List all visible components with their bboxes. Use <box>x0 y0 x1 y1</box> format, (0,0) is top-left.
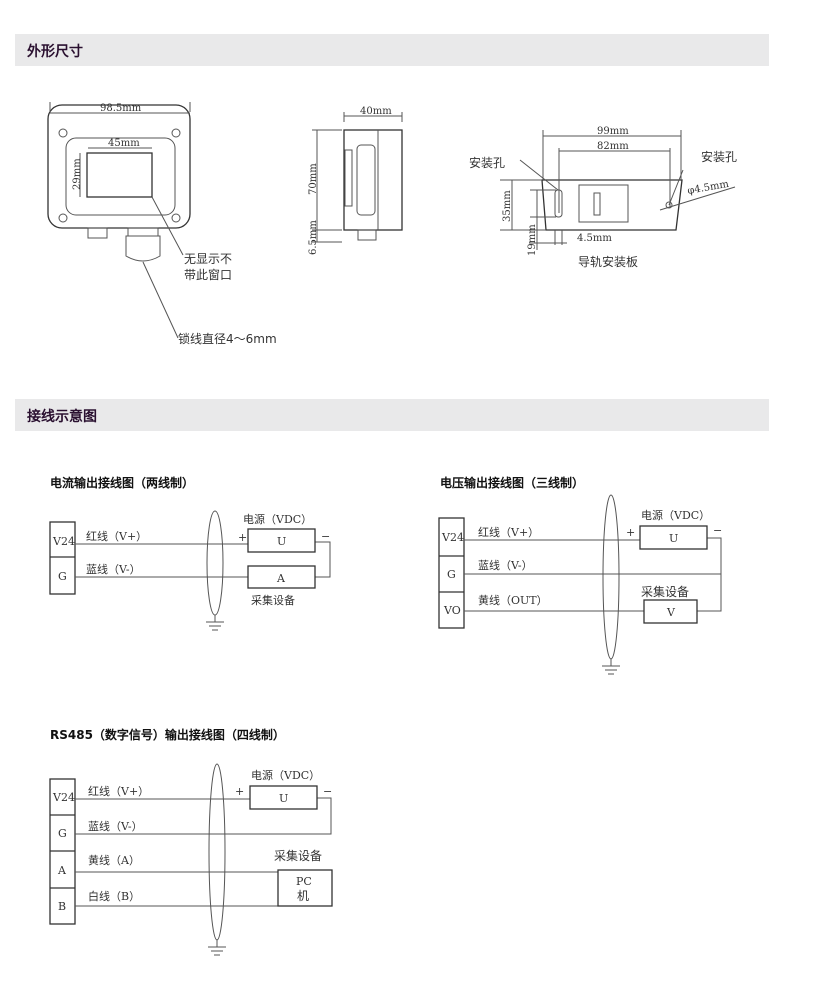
note-line1: 无显示不 <box>184 252 232 266</box>
section-title: 接线示意图 <box>27 409 97 425</box>
diagram2-title: 电压输出接线图（三线制） <box>440 475 584 490</box>
d2-plus: + <box>626 526 635 539</box>
side-view-drawing <box>312 112 403 243</box>
dim-height: 70mm <box>308 163 319 195</box>
d2-device-label: 采集设备 <box>641 584 689 599</box>
section-header-dimensions: 外形尺寸 <box>15 34 769 66</box>
dim-window-width: 45mm <box>108 138 140 149</box>
d1-terminal-g: G <box>58 570 67 583</box>
dim-rail-35: 35mm <box>502 190 513 222</box>
d2-terminal-vo: VO <box>443 604 461 617</box>
hole-label-right: 安装孔 <box>701 149 737 164</box>
d1-wire-red: 红线（V+） <box>86 529 147 543</box>
d3-terminal-a: A <box>57 864 67 877</box>
front-view-drawing <box>47 102 191 339</box>
diagram1-title: 电流输出接线图（两线制） <box>50 475 194 490</box>
d1-a: A <box>276 572 286 585</box>
d1-plus: + <box>238 531 247 544</box>
d3-wire-blue: 蓝线（V-） <box>88 819 143 833</box>
d2-wire-yellow: 黄线（OUT） <box>478 593 548 607</box>
diagram2-wiring <box>438 494 722 675</box>
d2-terminal-g: G <box>447 568 456 581</box>
d3-terminal-g: G <box>58 827 67 840</box>
dim-rail-4-5: 4.5mm <box>577 233 612 244</box>
diagram3-title: RS485（数字信号）输出接线图（四线制） <box>50 727 285 742</box>
d1-device-label: 采集设备 <box>251 593 295 607</box>
rail-plate-drawing <box>500 130 736 250</box>
d1-u: U <box>277 535 286 548</box>
d1-terminal-v24: V24 <box>52 535 75 548</box>
d2-wire-red: 红线（V+） <box>478 525 539 539</box>
d3-wire-yellow: 黄线（A） <box>88 853 140 867</box>
section-header-wiring: 接线示意图 <box>15 399 769 431</box>
d1-minus: − <box>321 530 330 543</box>
cable-note: 锁线直径4～6mm <box>178 331 277 346</box>
d3-minus: − <box>323 785 332 798</box>
d3-u: U <box>279 792 288 805</box>
d3-wire-red: 红线（V+） <box>88 784 149 798</box>
d3-pc-line1: PC <box>296 875 312 888</box>
d1-power-label: 电源（VDC） <box>243 512 312 526</box>
d3-wire-white: 白线（B） <box>88 889 140 903</box>
section-title: 外形尺寸 <box>27 44 83 60</box>
note-line2: 带此窗口 <box>184 268 232 282</box>
d3-plus: + <box>235 785 244 798</box>
d2-terminal-v24: V24 <box>441 531 464 544</box>
diagram1-wiring <box>49 510 331 631</box>
dim-rail-19: 19mm <box>527 224 538 256</box>
d2-minus: − <box>713 524 722 537</box>
d3-pc-line2: 机 <box>297 889 309 903</box>
d3-terminal-b: B <box>58 900 66 913</box>
d2-v: V <box>666 606 676 619</box>
d2-u: U <box>669 532 678 545</box>
dim-depth: 40mm <box>360 106 392 117</box>
diagram3-wiring <box>49 763 333 956</box>
d2-power-label: 电源（VDC） <box>641 508 710 522</box>
dim-rail-99: 99mm <box>597 126 629 137</box>
d3-terminal-v24: V24 <box>52 791 75 804</box>
dim-width: 98.5mm <box>100 103 142 114</box>
dim-terminal: 6.5mm <box>308 220 319 255</box>
d3-device-label: 采集设备 <box>274 848 322 863</box>
hole-label-left: 安装孔 <box>469 155 505 170</box>
dim-window-height: 29mm <box>72 158 83 190</box>
dim-rail-82: 82mm <box>597 141 629 152</box>
d2-wire-blue: 蓝线（V-） <box>478 558 533 572</box>
d3-power-label: 电源（VDC） <box>251 768 320 782</box>
d1-wire-blue: 蓝线（V-） <box>86 562 141 576</box>
rail-caption: 导轨安装板 <box>578 254 638 269</box>
dim-hole-diameter: φ4.5mm <box>687 179 731 197</box>
